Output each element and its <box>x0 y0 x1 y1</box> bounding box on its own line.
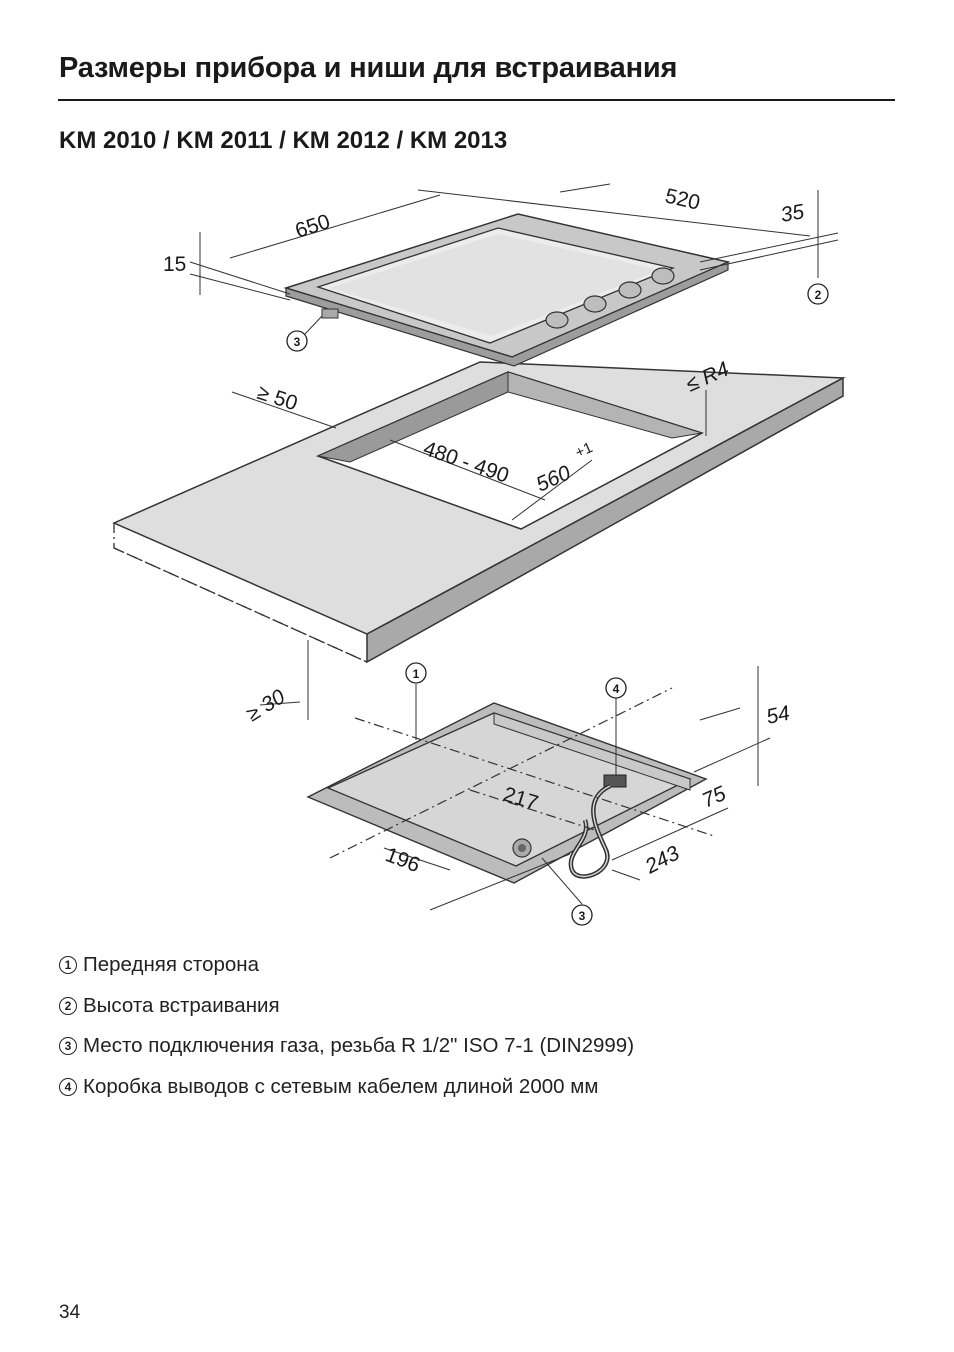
power-cable-core <box>570 785 611 878</box>
legend-text: Передняя сторона <box>83 953 260 977</box>
countertop <box>112 361 846 664</box>
dim-15: 15 <box>163 253 186 276</box>
page-title: Размеры прибора и ниши для встраивания <box>59 52 678 84</box>
callout-2-circle <box>807 283 829 305</box>
top-dimension-lines <box>189 183 839 720</box>
legend-text: Коробка выводов с сетевым кабелем длиной… <box>83 1074 599 1098</box>
title-rule <box>58 99 895 101</box>
countertop-phantom-bottom <box>113 547 368 663</box>
installation-drawing: 650 520 35 15 ≥ 50 ≤ R4 480 - 490 560 +1… <box>112 183 846 926</box>
callout-4-circle <box>605 677 627 699</box>
legend-item: 3 Место подключения газа, резьба R 1/2" … <box>59 1026 634 1067</box>
legend-number: 3 <box>59 1037 77 1056</box>
legend-item: 4 Коробка выводов с сетевым кабелем длин… <box>59 1067 634 1108</box>
countertop-front-edge <box>366 376 844 664</box>
legend-item: 2 Высота встраивания <box>59 986 634 1027</box>
dim-min-30: ≥ 30 <box>242 685 289 726</box>
legend-text: Место подключения газа, резьба R 1/2" IS… <box>83 1034 635 1058</box>
knob-icon <box>618 281 642 299</box>
callout-3-bottom-circle <box>571 904 593 926</box>
callout-2: 2 <box>815 288 822 302</box>
hob-knobs <box>545 267 675 329</box>
dim-196: 196 <box>382 843 423 877</box>
bottom-dimension-lines <box>383 666 771 911</box>
dim-35: 35 <box>779 200 806 227</box>
center-lines <box>329 687 715 859</box>
dim-min-50: ≥ 50 <box>254 381 300 415</box>
dim-650: 650 <box>292 210 332 243</box>
callout-3-top-circle <box>286 330 308 352</box>
legend-number: 2 <box>59 996 77 1015</box>
legend-text: Высота встраивания <box>83 993 280 1017</box>
callout-3-top-leader <box>304 315 323 335</box>
page-number: 34 <box>59 1302 81 1323</box>
callout-4: 4 <box>613 682 620 696</box>
callout-3-bottom: 3 <box>579 909 586 923</box>
legend-number: 1 <box>59 956 77 975</box>
knob-icon <box>651 267 675 285</box>
hob-frame-edge <box>285 261 729 367</box>
dim-520: 520 <box>663 184 702 214</box>
cutout-inner-wall-back <box>507 371 703 439</box>
terminal-box-icon <box>603 774 627 788</box>
legend: 1 Передняя сторона 2 Высота встраивания … <box>59 945 634 1107</box>
hob-glass-shade <box>330 234 660 336</box>
gas-connector-bore <box>518 844 526 852</box>
callout-3-top: 3 <box>294 335 301 349</box>
dim-75: 75 <box>699 782 730 813</box>
dim-54: 54 <box>764 702 792 729</box>
knob-icon <box>583 295 607 313</box>
legend-number: 4 <box>59 1077 77 1096</box>
callout-1-circle <box>405 662 427 684</box>
dim-560-tolerance: +1 <box>573 439 596 461</box>
gas-connector-icon <box>321 308 339 319</box>
dim-243: 243 <box>641 842 684 879</box>
callouts: 2 3 1 4 3 <box>286 283 829 926</box>
model-subtitle: KM 2010 / KM 2011 / KM 2012 / KM 2013 <box>59 127 508 154</box>
callout-1: 1 <box>413 667 420 681</box>
knob-icon <box>545 311 569 329</box>
underside-body-side <box>493 712 691 791</box>
hob-underside <box>306 666 771 911</box>
legend-item: 1 Передняя сторона <box>59 945 634 986</box>
hob-top-view <box>283 213 731 367</box>
